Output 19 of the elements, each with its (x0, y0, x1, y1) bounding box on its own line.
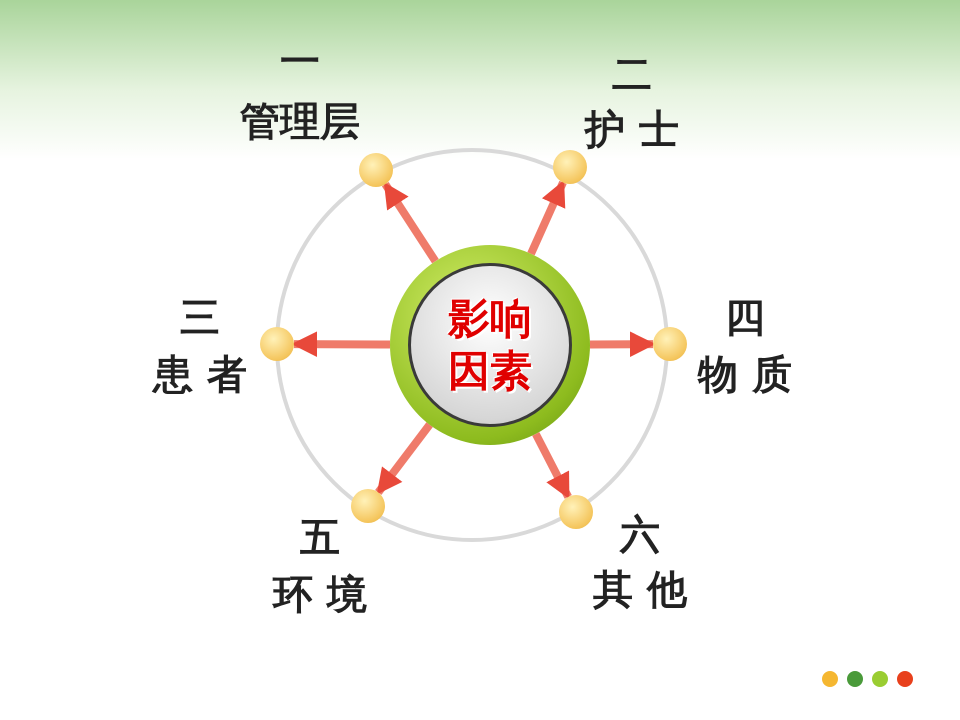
arrow (291, 331, 390, 357)
number-label: 一 (280, 42, 320, 82)
number-label: 五 (300, 518, 340, 558)
number-label: 六 (620, 515, 660, 555)
arrow (532, 432, 572, 500)
arrow (527, 180, 567, 256)
number-label: 三 (180, 298, 220, 338)
arrow (590, 331, 656, 358)
factor-label: 物 质 (698, 355, 792, 395)
factor-label: 患 者 (153, 355, 247, 395)
number-label: 四 (725, 298, 765, 338)
number-label: 二 (612, 55, 652, 95)
factor-label: 其 他 (593, 570, 687, 610)
arrow (375, 422, 433, 495)
arrow (382, 182, 439, 264)
factor-label: 管理层 (240, 102, 360, 142)
center-label: 影响因素 (446, 292, 533, 397)
factor-label: 护 士 (585, 110, 679, 150)
factor-label: 环 境 (273, 575, 367, 615)
